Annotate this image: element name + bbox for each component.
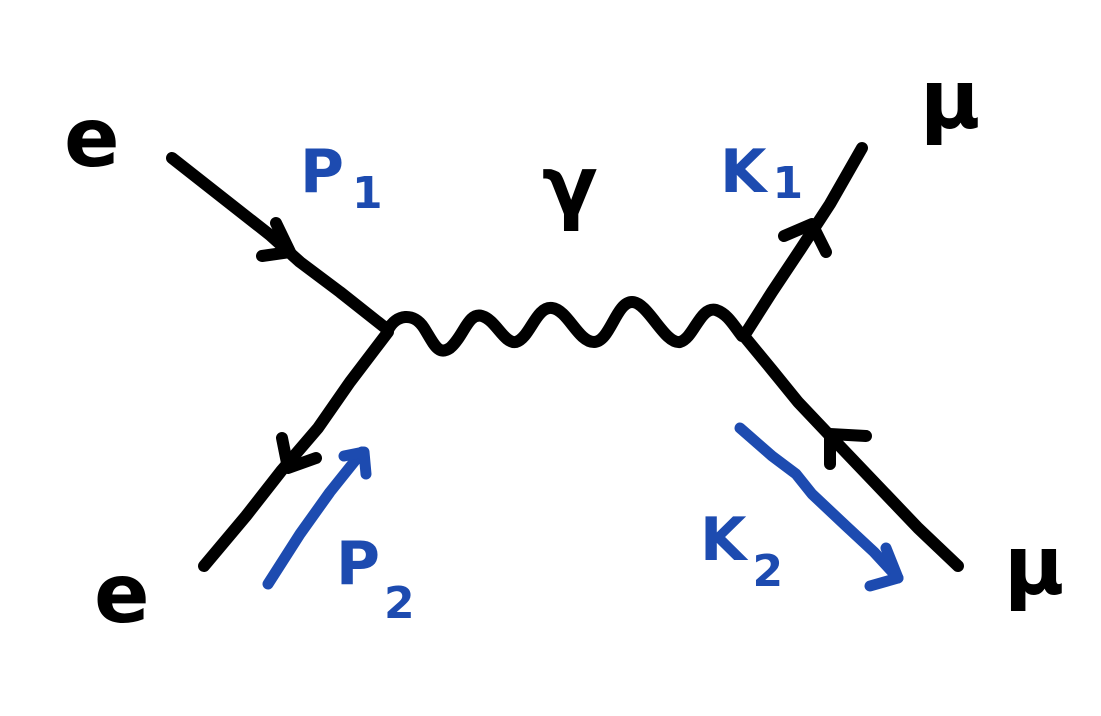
label-momentum-p1-base: P xyxy=(300,137,344,207)
label-momentum-p2-base: P xyxy=(336,529,380,599)
label-momentum-p2-sub: 2 xyxy=(384,578,415,629)
arrowhead-muon-top xyxy=(778,218,832,258)
photon-propagator xyxy=(382,296,748,357)
label-muon-top: μ xyxy=(920,53,980,148)
momentum-arrow-p2 xyxy=(262,446,368,590)
label-momentum-k1-base: K xyxy=(720,137,769,207)
arrowhead-electron-top xyxy=(256,217,296,262)
label-muon-bottom: μ xyxy=(1004,519,1064,614)
label-momentum-k2-base: K xyxy=(700,505,749,575)
label-momentum-k1-sub: 1 xyxy=(773,158,804,209)
arrowhead-muon-bottom xyxy=(824,428,872,470)
momentum-arrowhead-k2 xyxy=(864,542,904,592)
label-momentum-p1-sub: 1 xyxy=(352,168,383,219)
electron-line-top xyxy=(166,152,394,336)
electron-line-bottom xyxy=(198,326,394,572)
muon-line-top xyxy=(738,142,868,342)
momentum-arrow-k2 xyxy=(734,422,904,584)
momentum-arrowhead-p2 xyxy=(338,446,372,480)
label-electron-incoming: e xyxy=(64,91,120,186)
arrowhead-electron-bottom xyxy=(276,432,322,474)
label-electron-outgoing: e xyxy=(94,547,150,642)
label-photon: γ xyxy=(542,139,598,234)
label-momentum-k2-sub: 2 xyxy=(753,546,784,597)
label-momentum-p2: P2 xyxy=(336,529,415,629)
